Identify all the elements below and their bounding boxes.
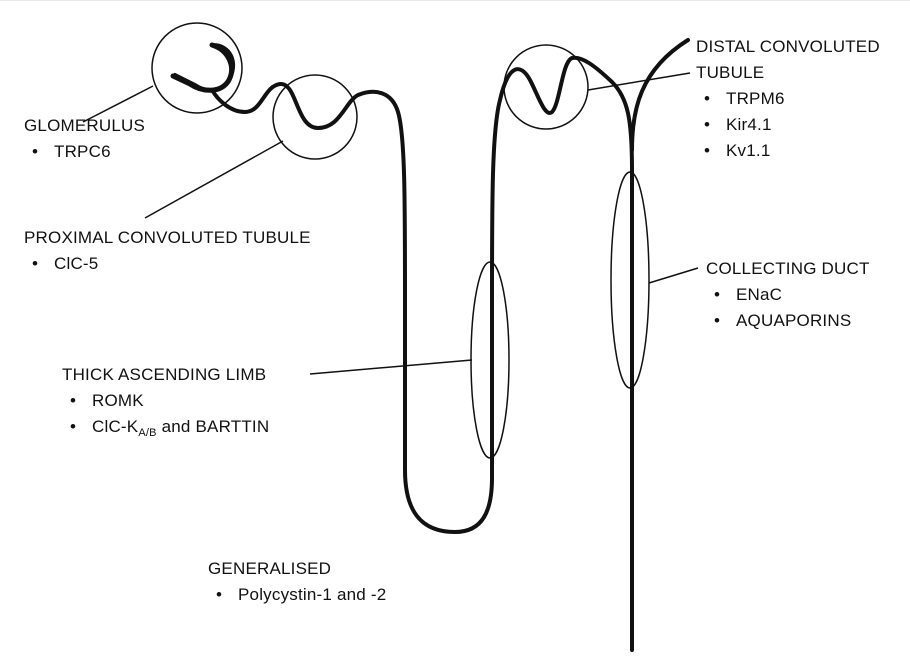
- distal-title-line2: TUBULE: [696, 60, 880, 86]
- collecting-item-enac: •ENaC: [706, 282, 870, 308]
- generalised-title: GENERALISED: [208, 556, 386, 582]
- distal-label: DISTAL CONVOLUTED TUBULE •TRPM6 •Kir4.1 …: [696, 34, 880, 164]
- distal-branch: [632, 40, 688, 150]
- collecting-item-aquaporins: •AQUAPORINS: [706, 308, 870, 334]
- glomerulus-tuft: [173, 45, 232, 90]
- generalised-label: GENERALISED •Polycystin-1 and -2: [208, 556, 386, 608]
- distal-item-kv11: •Kv1.1: [696, 138, 880, 164]
- thick-limb-title: THICK ASCENDING LIMB: [62, 362, 269, 388]
- glomerulus-circle: [152, 23, 242, 113]
- distal-title-line1: DISTAL CONVOLUTED: [696, 34, 880, 60]
- proximal-circle: [273, 75, 357, 159]
- proximal-label: PROXIMAL CONVOLUTED TUBULE •ClC-5: [24, 225, 311, 277]
- collecting-leader: [649, 268, 698, 283]
- thick-limb-item-romk: •ROMK: [62, 388, 269, 414]
- thick-limb-item-clck: •ClC-KA/B and BARTTIN: [62, 414, 269, 446]
- collecting-title: COLLECTING DUCT: [706, 256, 870, 282]
- proximal-title: PROXIMAL CONVOLUTED TUBULE: [24, 225, 311, 251]
- thick-limb-leader: [310, 360, 472, 374]
- generalised-item: •Polycystin-1 and -2: [208, 582, 386, 608]
- proximal-item: •ClC-5: [24, 251, 311, 277]
- glomerulus-label: GLOMERULUS •TRPC6: [24, 113, 145, 165]
- proximal-leader: [145, 141, 283, 218]
- glomerulus-title: GLOMERULUS: [24, 113, 145, 139]
- collecting-label: COLLECTING DUCT •ENaC •AQUAPORINS: [706, 256, 870, 334]
- thick-limb-label: THICK ASCENDING LIMB •ROMK •ClC-KA/B and…: [62, 362, 269, 446]
- distal-circle: [504, 45, 588, 129]
- distal-item-trpm6: •TRPM6: [696, 86, 880, 112]
- distal-item-kir41: •Kir4.1: [696, 112, 880, 138]
- glomerulus-item: •TRPC6: [24, 139, 145, 165]
